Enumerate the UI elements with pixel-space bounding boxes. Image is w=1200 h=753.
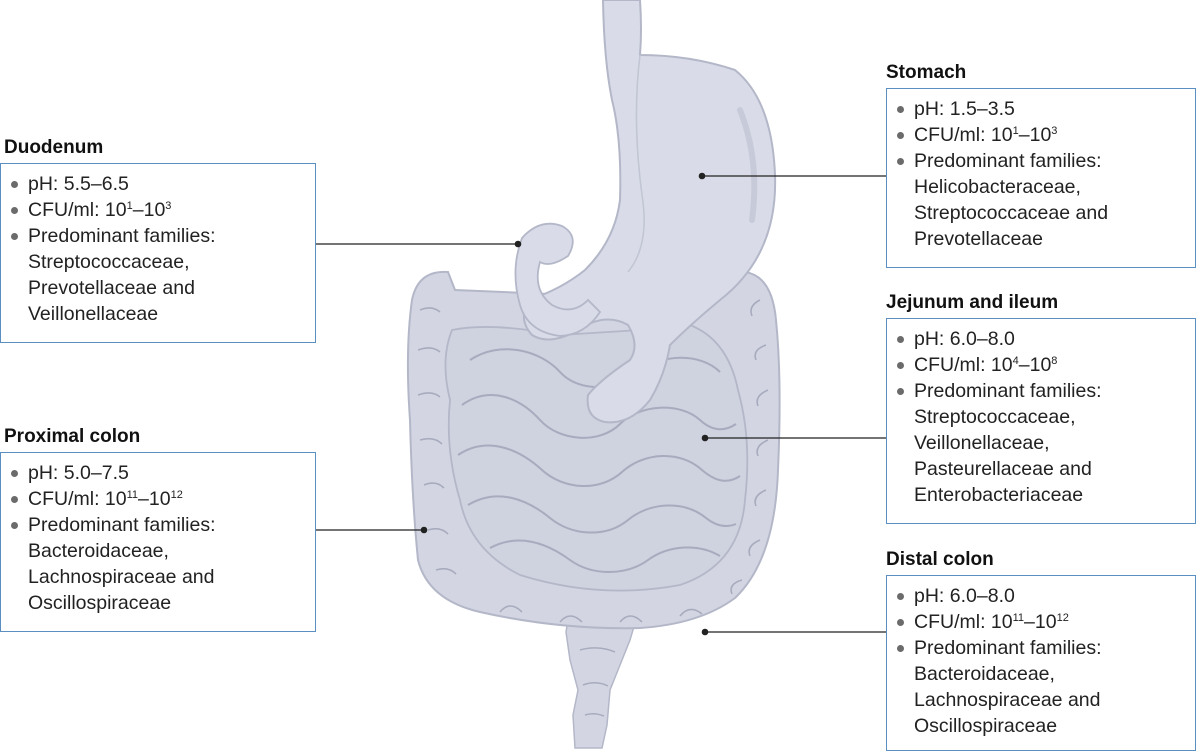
proximal-colon-cfu: CFU/ml: 1011–1012 — [9, 486, 307, 512]
distal-colon-ph-value: 6.0–8.0 — [949, 585, 1015, 607]
distal-colon-title: Distal colon — [886, 549, 994, 570]
proximal-colon-leader-dot — [420, 526, 428, 534]
jejunum-ileum-info-box: pH: 6.0–8.0 CFU/ml: 104–108 Predominant … — [886, 318, 1196, 524]
small-intestine-illustration — [444, 321, 749, 592]
family-name: Pasteurellaceae and — [914, 458, 1092, 480]
family-name: Veillonellaceae, — [914, 432, 1050, 454]
duodenum-leader-dot — [514, 240, 522, 248]
distal-colon-cfu: CFU/ml: 1011–1012 — [895, 609, 1187, 635]
family-name: Lachnospiraceae and — [914, 689, 1101, 711]
leader-lines — [316, 172, 886, 636]
jejunum-ileum-cfu: CFU/ml: 104–108 — [895, 352, 1187, 378]
distal-colon-ph: pH: 6.0–8.0 — [895, 583, 1187, 609]
family-name: Streptococcaceae, — [914, 406, 1076, 428]
proximal-colon-ph: pH: 5.0–7.5 — [9, 460, 307, 486]
stomach-leader-dot — [698, 172, 706, 180]
family-name: Bacteroidaceae, — [28, 540, 169, 562]
family-name: Oscillospiraceae — [28, 592, 172, 614]
family-name: Helicobacteraceae, — [914, 176, 1081, 198]
stomach-ph: pH: 1.5–3.5 — [895, 96, 1187, 122]
family-name: Streptococcaceae, — [28, 251, 190, 273]
family-name: Lachnospiraceae and — [28, 566, 215, 588]
family-name: Streptococcaceae and — [914, 202, 1109, 224]
duodenum-info-box: pH: 5.5–6.5 CFU/ml: 101–103 Predominant … — [0, 163, 316, 343]
proximal-colon-info-box: pH: 5.0–7.5 CFU/ml: 1011–1012 Predominan… — [0, 452, 316, 632]
distal-colon-leader-dot — [701, 628, 709, 636]
family-name: Veillonellaceae — [28, 303, 159, 325]
jejunum-ileum-ph-value: 6.0–8.0 — [949, 328, 1015, 350]
family-name: Prevotellaceae — [914, 228, 1043, 250]
stomach-title: Stomach — [886, 62, 967, 83]
family-name: Enterobacteriaceae — [914, 484, 1084, 506]
duodenum-illustration — [514, 222, 602, 337]
family-name: Oscillospiraceae — [914, 715, 1058, 737]
jejunum-ileum-families: Predominant families: Streptococcaceae, … — [895, 378, 1187, 508]
rectum-illustration — [565, 605, 642, 749]
distal-colon-info-box: pH: 6.0–8.0 CFU/ml: 1011–1012 Predominan… — [886, 575, 1196, 751]
stomach-ph-value: 1.5–3.5 — [949, 98, 1015, 120]
proximal-colon-title: Proximal colon — [4, 426, 141, 447]
proximal-colon-families: Predominant families: Bacteroidaceae, La… — [9, 512, 307, 616]
proximal-colon-ph-value: 5.0–7.5 — [63, 462, 129, 484]
duodenum-ph: pH: 5.5–6.5 — [9, 171, 307, 197]
distal-colon-families: Predominant families: Bacteroidaceae, La… — [895, 635, 1187, 739]
family-name: Prevotellaceae and — [28, 277, 195, 299]
jejunum-leader-dot — [701, 434, 709, 442]
family-name: Bacteroidaceae, — [914, 663, 1055, 685]
stomach-cfu: CFU/ml: 101–103 — [895, 122, 1187, 148]
duodenum-ph-value: 5.5–6.5 — [63, 173, 129, 195]
duodenum-title: Duodenum — [4, 137, 104, 158]
duodenum-cfu: CFU/ml: 101–103 — [9, 197, 307, 223]
duodenum-families: Predominant families: Streptococcaceae, … — [9, 223, 307, 327]
jejunum-ileum-ph: pH: 6.0–8.0 — [895, 326, 1187, 352]
stomach-families: Predominant families: Helicobacteraceae,… — [895, 148, 1187, 252]
stomach-info-box: pH: 1.5–3.5 CFU/ml: 101–103 Predominant … — [886, 88, 1196, 268]
jejunum-ileum-title: Jejunum and ileum — [886, 292, 1059, 313]
